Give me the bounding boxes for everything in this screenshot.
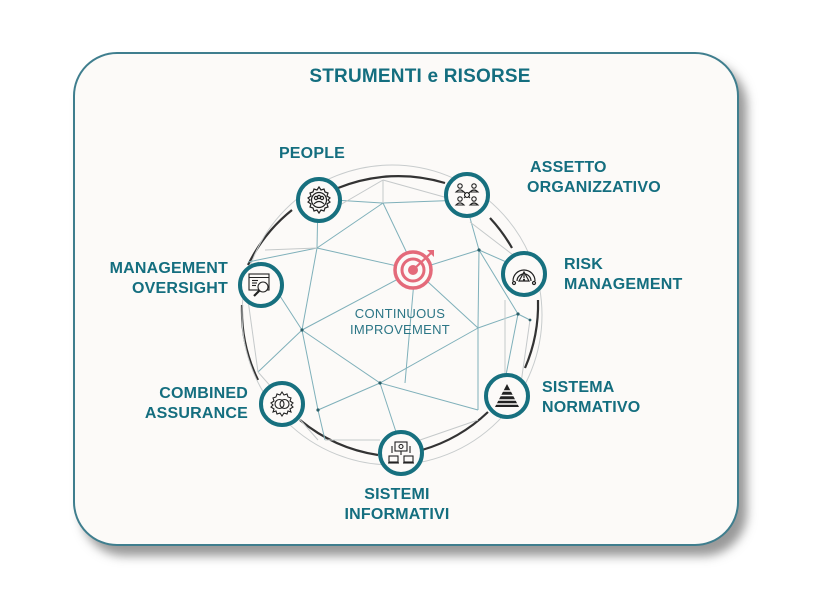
label-management-oversight: MANAGEMENT OVERSIGHT [80,259,228,299]
label-management-line2: OVERSIGHT [131,280,228,297]
node-sistemi-informativi[interactable] [378,430,424,476]
mesh-lines [247,198,531,441]
label-risk-line2: MANAGEMENT [564,276,683,293]
center-label: CONTINUOUS IMPROVEMENT [330,306,470,338]
label-sistemi-informativi: SISTEMI INFORMATIVI [332,485,462,525]
label-sistemi-line1: SISTEMI [364,486,430,503]
target-arrow-icon [393,250,434,290]
gear-people-icon [307,185,331,215]
label-combined-line2: ASSURANCE [144,405,248,422]
label-people-text: PEOPLE [278,145,346,162]
center-label-line2: IMPROVEMENT [349,322,451,337]
label-sistema-line2: NORMATIVO [542,399,641,416]
org-network-icon [454,183,480,206]
node-risk-management[interactable] [501,251,547,297]
center-label-line1: CONTINUOUS [354,306,446,321]
node-people[interactable] [296,177,342,223]
label-assetto-line2: ORGANIZZATIVO [527,179,661,196]
document-search-icon [248,273,270,297]
node-assetto-organizzativo[interactable] [444,172,490,218]
label-sistemi-line2: INFORMATIVI [344,506,450,523]
diagram-title: STRUMENTI e RISORSE [309,66,531,87]
node-sistema-normativo[interactable] [484,373,530,419]
gear-rings-icon [270,391,294,417]
label-management-line1: MANAGEMENT [109,260,228,277]
label-sistema-normativo: SISTEMA NORMATIVO [542,378,640,418]
label-combined-assurance: COMBINED ASSURANCE [100,384,248,424]
label-people: PEOPLE [262,144,362,164]
label-combined-line1: COMBINED [159,385,248,402]
label-risk-line1: RISK [564,256,604,273]
computer-network-icon [388,441,414,464]
label-sistema-line1: SISTEMA [542,379,615,396]
mesh-nodes [300,248,532,412]
label-risk-management: RISK MANAGEMENT [564,255,682,295]
label-assetto-organizzativo: ASSETTO ORGANIZZATIVO [527,158,661,198]
risk-gauge-icon [511,269,537,286]
node-management-oversight[interactable] [238,262,284,308]
node-combined-assurance[interactable] [259,381,305,427]
pyramid-icon [495,384,519,407]
label-assetto-line1: ASSETTO [530,159,607,176]
